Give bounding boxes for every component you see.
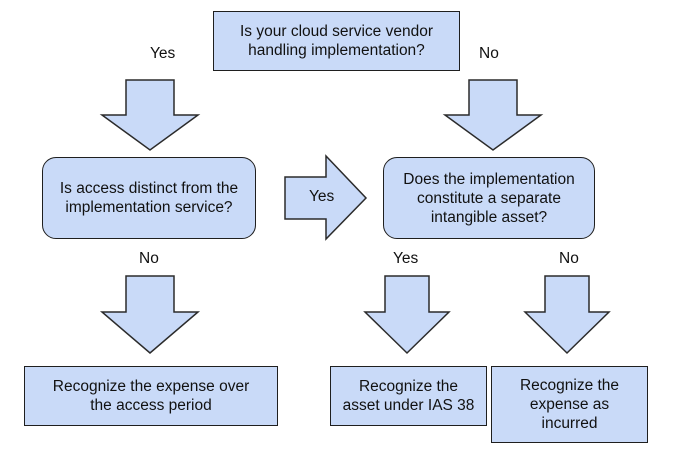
access-period-result-box: Recognize the expense over the access pe… xyxy=(24,366,278,426)
vendor-question-text: Is your cloud service vendor handling im… xyxy=(240,23,433,59)
asset-no-label: No xyxy=(559,250,579,267)
access-yes-arrow xyxy=(284,154,368,241)
asset-question-box: Does the implementation constitute a sep… xyxy=(383,157,595,239)
access-question-text: Is access distinct from the implementati… xyxy=(59,180,239,216)
ias38-result-text: Recognize the asset under IAS 38 xyxy=(342,378,475,414)
asset-question-text: Does the implementation constitute a sep… xyxy=(403,170,575,226)
access-no-arrow xyxy=(99,275,201,354)
vendor-yes-label: Yes xyxy=(150,45,176,62)
vendor-question-box: Is your cloud service vendor handling im… xyxy=(213,11,460,71)
vendor-yes-arrow xyxy=(99,79,201,151)
access-no-label: No xyxy=(139,250,159,267)
asset-yes-arrow xyxy=(363,275,451,355)
access-yes-label: Yes xyxy=(309,188,335,205)
incurred-result-box: Recognize the expense as incurred xyxy=(491,366,648,443)
access-period-result-text: Recognize the expense over the access pe… xyxy=(52,378,250,414)
asset-yes-label: Yes xyxy=(393,250,419,267)
asset-no-arrow xyxy=(523,275,611,355)
vendor-no-arrow xyxy=(442,79,544,151)
ias38-result-box: Recognize the asset under IAS 38 xyxy=(330,366,487,426)
access-question-box: Is access distinct from the implementati… xyxy=(42,157,256,239)
incurred-result-text: Recognize the expense as incurred xyxy=(519,377,620,432)
vendor-no-label: No xyxy=(479,45,499,62)
